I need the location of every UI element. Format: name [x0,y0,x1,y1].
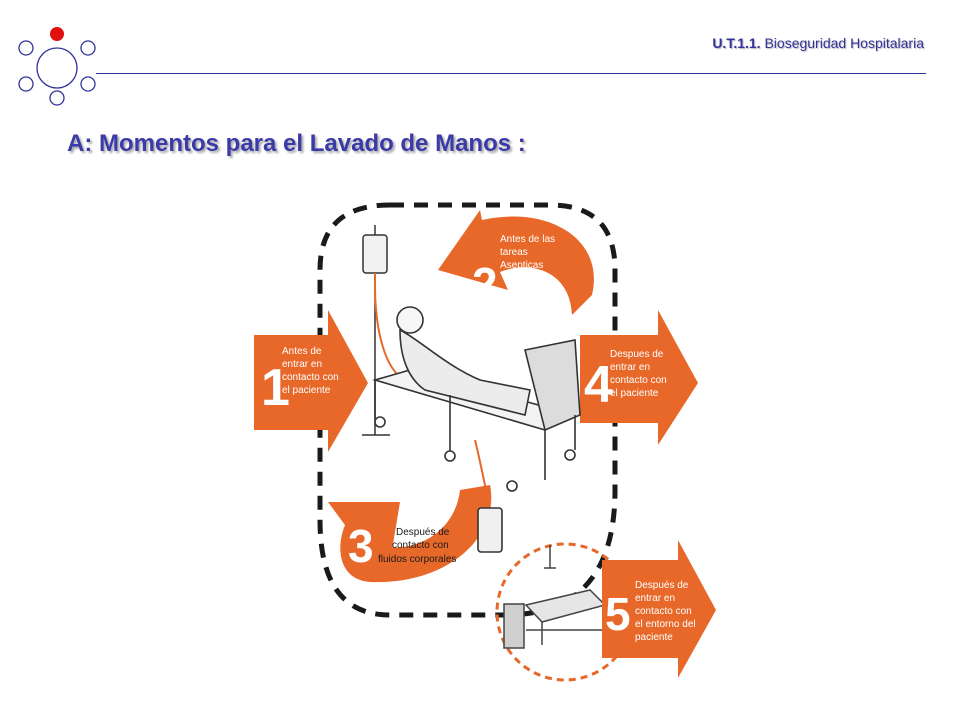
moment-5-text: Después de entrar en contacto con el ent… [635,580,698,643]
moment-2-line-3: Asepticas [500,260,543,271]
moment-4-line-2: entrar en [610,362,650,373]
moment-1-line-1: Antes de [282,346,322,357]
moment-1-line-3: contacto con [282,372,339,383]
hand-hygiene-diagram: 1 Antes de entrar en contacto con el pac… [250,190,730,690]
moment-3-arrow [328,485,492,583]
moment-3-line-3: fluidos corporales [378,554,456,565]
moment-2-arrow [438,210,594,315]
logo-circles-icon [18,27,96,106]
moment-4-arrow [580,310,698,445]
moment-5-line-4: el entorno del [635,619,696,630]
moment-5-line-5: paciente [635,632,673,643]
header-code: U.T.1.1. [712,35,761,51]
moment-5-line-1: Después de [635,580,689,591]
moment-4-line-4: el paciente [610,388,659,399]
header-label: U.T.1.1. Bioseguridad Hospitalaria [712,35,924,51]
moment-2-text: Antes de las tareas Asepticas [500,234,558,271]
moment-1-number: 1 [261,359,290,417]
moment-4-line-1: Despues de [610,349,664,360]
moment-5-line-2: entrar en [635,593,675,604]
moment-1-line-2: entrar en [282,359,322,370]
moment-5-arrow [602,540,716,678]
moment-4-line-3: contacto con [610,375,667,386]
moment-1-text: Antes de entrar en contacto con el pacie… [282,346,342,396]
header-subject: Bioseguridad Hospitalaria [764,35,924,51]
moment-2-number: 2 [472,258,498,310]
moment-3-line-2: contacto con [392,540,449,551]
moment-5-line-3: contacto con [635,606,692,617]
moment-2-line-1: Antes de las [500,234,555,245]
slide-title: A: Momentos para el Lavado de Manos : [67,130,526,157]
moment-2-line-2: tareas [500,247,528,258]
header-divider [96,73,926,74]
moment-3-line-1: Después de [396,527,450,538]
moment-3-number: 3 [348,520,374,572]
moment-1-arrow [254,310,368,452]
moment-4-number: 4 [584,356,613,414]
moment-1-line-4: el paciente [282,385,331,396]
iv-drip-icon [362,225,406,436]
moment-3-text: Después de contacto con fluidos corporal… [378,527,456,565]
moment-4-text: Despues de entrar en contacto con el pac… [610,349,670,399]
moment-5-number: 5 [605,588,631,640]
patient-bed-icon [372,306,581,553]
hand-hygiene-illustration: 1 Antes de entrar en contacto con el pac… [254,202,716,682]
